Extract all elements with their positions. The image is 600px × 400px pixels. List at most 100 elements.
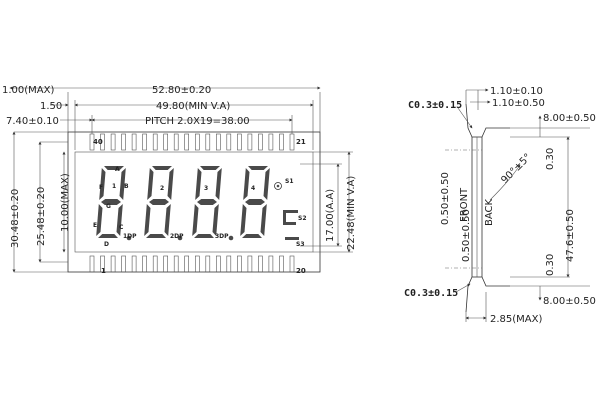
seven-segment-digit — [96, 166, 126, 238]
digit-segment — [197, 199, 217, 205]
seven-segment-digit — [192, 166, 222, 238]
seven-segment-digit — [240, 166, 270, 238]
pin-lead — [289, 133, 295, 151]
digit-segment — [194, 234, 214, 238]
pin-lead — [89, 255, 95, 273]
pin-lead — [195, 133, 200, 151]
digit-segment — [242, 234, 262, 238]
dim-offset-740: 7.40±0.10 — [6, 116, 59, 127]
digit-segment — [152, 166, 172, 170]
pin-lead — [100, 133, 105, 151]
symbol-s2-icon — [283, 210, 298, 225]
pin-lead — [131, 133, 137, 151]
symbol-s3-icon — [285, 237, 299, 240]
angle-label: 90°±5° — [499, 152, 533, 186]
pin-lead — [195, 255, 200, 273]
pin-lead — [247, 255, 253, 273]
dim-top-110-010: 1.10±0.10 — [490, 86, 543, 97]
pin-lead — [237, 133, 242, 151]
symbol-s1-icon — [274, 182, 282, 190]
dim-overall-height: 30.48±0.20 — [10, 189, 21, 248]
pin-lead — [258, 133, 263, 151]
pin-lead — [279, 133, 284, 151]
back-label: BACK — [484, 198, 495, 226]
pin-lead — [100, 255, 105, 273]
pin-lead — [152, 255, 158, 273]
digit-label-4: 4 — [251, 185, 255, 192]
decimal-point-1 — [126, 235, 132, 241]
pin-lead — [226, 133, 232, 151]
segment-label-a: A — [115, 166, 120, 173]
digit-segment — [164, 204, 171, 236]
digit-segment — [167, 168, 174, 200]
digit-segment — [260, 204, 267, 236]
dim-right-800-bot: 8.00±0.50 — [543, 296, 596, 307]
pin-lead — [247, 133, 253, 151]
digit-segment — [200, 166, 220, 170]
pin-1-label: 1 — [101, 267, 106, 275]
digit-segment — [248, 166, 268, 170]
dim-right-476: 47.6±0.50 — [565, 209, 576, 262]
segment-label-d: D — [104, 241, 109, 248]
digit-segment — [147, 168, 154, 200]
pin-lead — [216, 255, 221, 273]
pin-lead — [289, 255, 295, 273]
top-pin-lead — [465, 103, 473, 138]
digit-label-1: 1 — [112, 183, 116, 190]
dim-max-height: 1.00(MAX) — [2, 85, 54, 96]
top-pin-row — [89, 133, 295, 151]
dp-label-1: 1DP — [123, 233, 137, 240]
dim-left-050-b: 0.50±0.50 — [461, 209, 472, 262]
pin-lead — [268, 133, 274, 151]
pin-lead — [163, 133, 168, 151]
bottom-pin-lead — [465, 276, 473, 313]
seven-segment-digits — [96, 166, 270, 238]
digit-segment — [212, 204, 219, 236]
chamfer-bottom: C0.3±0.15 — [404, 288, 458, 299]
seven-segment-digit — [144, 166, 174, 238]
dim-right-030-top: 0.30 — [545, 148, 556, 170]
decimal-point-3 — [228, 235, 234, 241]
dim-view-area-height: 22.48(MIN V.A) — [346, 176, 357, 250]
pin-lead — [110, 133, 116, 151]
dp-label-2: 2DP — [170, 233, 184, 240]
pin-lead — [152, 133, 158, 151]
pin-20-label: 20 — [296, 267, 306, 275]
digit-segment — [96, 204, 103, 236]
pin-lead — [258, 255, 263, 273]
digit-segment — [149, 199, 169, 205]
viewing-area — [74, 151, 314, 253]
pin-lead — [173, 133, 179, 151]
digit-segment — [101, 199, 121, 205]
digit-segment — [99, 168, 106, 200]
pin-lead — [131, 255, 137, 273]
pin-lead — [279, 255, 284, 273]
digit-segment — [215, 168, 222, 200]
dim-view-area-width: 49.80(MIN V.A) — [156, 101, 230, 112]
pin-lead — [110, 255, 116, 273]
pin-lead — [205, 255, 211, 273]
digit-segment — [119, 168, 126, 200]
digit-segment — [104, 166, 124, 170]
dim-pitch: PITCH 2.0X19=38.00 — [145, 116, 250, 127]
decimal-point-2 — [177, 235, 183, 241]
dim-inner-height: 25.48±0.20 — [36, 187, 47, 246]
dim-right-030-bot: 0.30 — [545, 254, 556, 276]
digit-segment — [192, 204, 199, 236]
dim-left-050-a: 0.50±0.50 — [440, 172, 451, 225]
bottom-pin-row — [89, 255, 295, 273]
digit-label-2: 2 — [160, 185, 164, 192]
pin-lead — [184, 255, 189, 273]
dim-max-10: 10.00(MAX) — [60, 173, 71, 232]
symbol-s3-label: S3 — [296, 241, 305, 248]
pin-lead — [121, 133, 126, 151]
dp-label-3: 3DP — [215, 233, 229, 240]
dim-overall-width: 52.80±0.20 — [152, 85, 211, 96]
pin-lead — [163, 255, 168, 273]
pin-40-label: 40 — [93, 138, 103, 146]
digit-segment — [195, 168, 202, 200]
digit-segment — [144, 204, 151, 236]
chamfer-top: C0.3±0.15 — [408, 100, 462, 111]
digit-segment — [98, 234, 118, 238]
